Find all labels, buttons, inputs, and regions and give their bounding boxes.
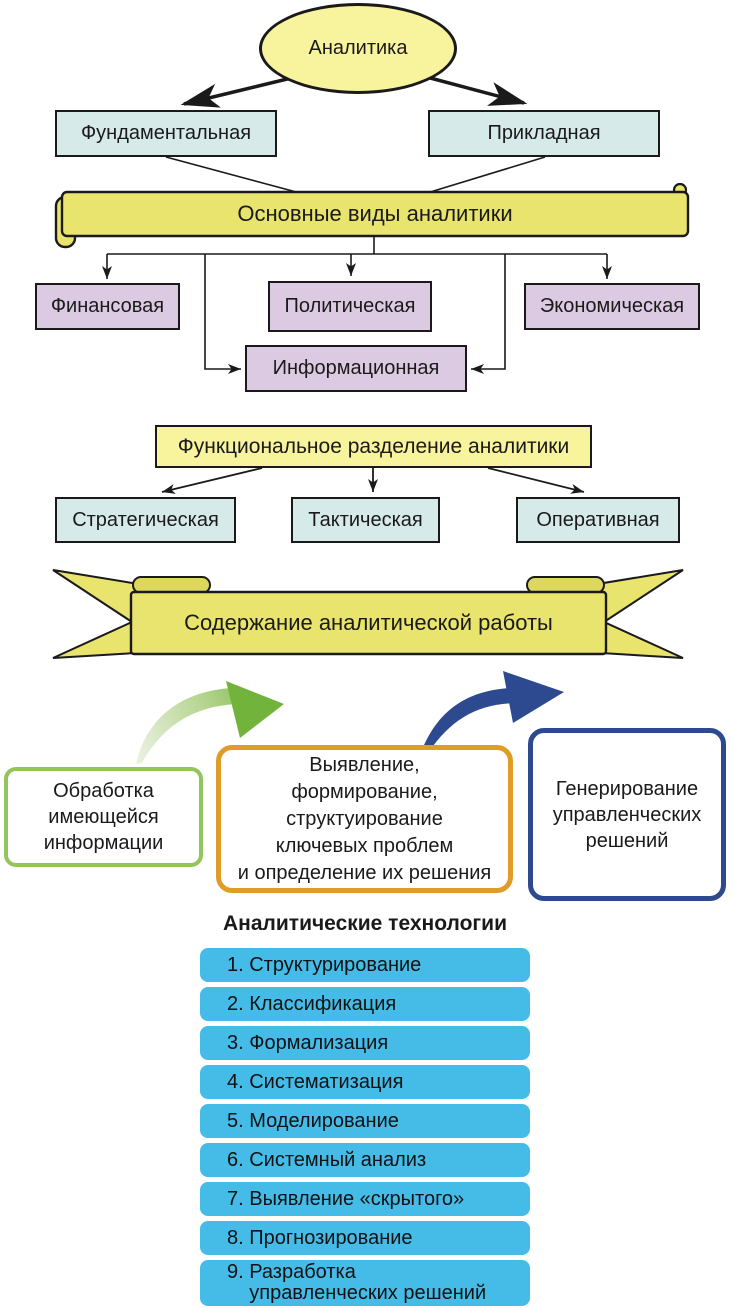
banner-content: Содержание аналитической работы [131,592,606,654]
node-political-label: Политическая [284,295,416,317]
banner-main-types-label: Основные виды аналитики [237,201,513,226]
node-tactical: Тактическая [291,497,440,543]
tech-list-title: Аналитические технологии [223,912,507,935]
tech-item-3: 3. Формализация [200,1026,530,1060]
node-functional-division: Функциональное разделение аналитики [155,425,592,468]
node-financial-label: Финансовая [50,295,165,317]
banner-content-label: Содержание аналитической работы [184,610,553,635]
node-economic-label: Экономическая [539,295,685,317]
node-financial: Финансовая [35,283,180,330]
process-box-information-processing: Обработка имеющейся информации [4,767,203,867]
node-functional-division-label: Функциональное разделение аналитики [177,434,570,458]
node-strategic-label: Стратегическая [72,508,219,531]
tech-item-5: 5. Моделирование [200,1104,530,1138]
green-swoosh-arrow [136,681,284,764]
tech-item-1: 1. Структурирование [200,948,530,982]
line-fundamental-to-banner [165,156,301,194]
node-tactical-label: Тактическая [308,508,423,531]
node-political: Политическая [268,281,432,332]
node-fundamental: Фундаментальная [55,110,277,157]
node-operational-label: Оперативная [536,508,660,531]
line-applied-to-banner [426,156,546,194]
process-box-problem-structuring: Выявление, формирование, структуирование… [216,745,513,893]
node-fundamental-label: Фундаментальная [80,122,252,144]
scroll-banner [54,182,690,249]
node-economic: Экономическая [524,283,700,330]
tech-item-6: 6. Системный анализ [200,1143,530,1177]
node-analytics-root: Аналитика [259,3,457,94]
node-informational: Информационная [245,345,467,392]
process-box-problem-structuring-label: Выявление, формирование, структуирование… [237,753,492,884]
process-box-decision-generation-label: Генерирование управленческих решений [552,777,702,852]
tech-item-2: 2. Классификация [200,987,530,1021]
process-box-information-processing-label: Обработка имеющейся информации [43,780,164,854]
tech-item-4: 4. Систематизация [200,1065,530,1099]
node-applied: Прикладная [428,110,660,157]
node-informational-label: Информационная [272,357,440,379]
tech-item-8: 8. Прогнозирование [200,1221,530,1255]
tech-item-9: 9. Разработка управленческих решений [200,1260,530,1306]
tech-item-7: 7. Выявление «скрытого» [200,1182,530,1216]
type-distribution-lines [102,236,612,374]
banner-main-types: Основные виды аналитики [62,192,688,236]
process-box-decision-generation: Генерирование управленческих решений [528,728,726,901]
functional-arrows [161,467,585,494]
node-applied-label: Прикладная [487,122,601,144]
node-analytics-root-label: Аналитика [308,37,408,59]
node-strategic: Стратегическая [55,497,236,543]
blue-swoosh-arrow [422,671,564,753]
ribbon-banner [52,569,684,659]
node-operational: Оперативная [516,497,680,543]
